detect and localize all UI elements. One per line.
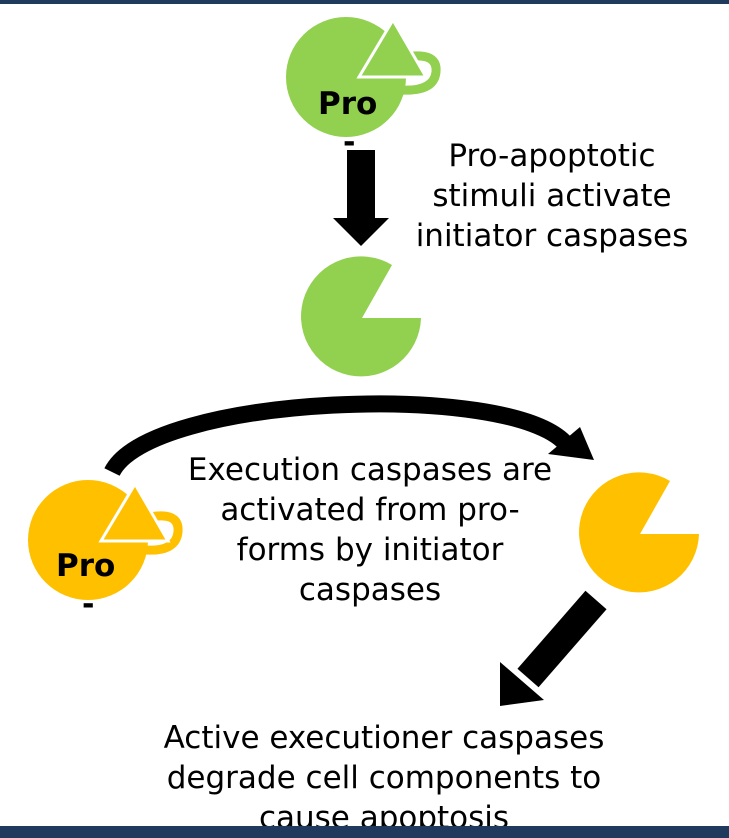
procaspase-handle-loop xyxy=(143,511,183,555)
activation-arrow-3 xyxy=(500,590,607,706)
caption-line: Execution caspases are xyxy=(187,452,553,488)
activation-arrow-1 xyxy=(333,150,389,246)
caption-step2: Execution caspases are activated from pr… xyxy=(164,450,576,610)
executioner-pro-label: Pro xyxy=(56,548,116,584)
initiator-procaspase xyxy=(286,17,441,137)
prodomain-triangle xyxy=(98,481,171,543)
caption-line: caspases xyxy=(298,572,442,608)
caption-step1: Pro-apoptotic stimuli activate initiator… xyxy=(400,136,704,256)
procaspase-handle-loop xyxy=(399,51,441,95)
prodomain-triangle xyxy=(356,17,429,79)
caption-step3: Active executioner caspases degrade cell… xyxy=(134,718,634,838)
slide-top-border xyxy=(0,0,729,4)
caption-line: degrade cell components to xyxy=(166,760,602,796)
activation-arrow-2 xyxy=(104,395,594,477)
caption-line: Pro-apoptotic xyxy=(448,138,656,174)
executioner-pro-dash: - xyxy=(82,587,95,622)
initiator-pro-dash: - xyxy=(343,125,356,160)
caption-line: initiator caspases xyxy=(415,218,689,254)
executioner-active-caspase xyxy=(579,472,699,593)
caption-line: activated from pro- xyxy=(220,492,520,528)
caption-line: stimuli activate xyxy=(432,178,672,214)
initiator-active-caspase xyxy=(301,256,421,377)
executioner-procaspase xyxy=(28,480,183,600)
initiator-pro-label: Pro xyxy=(318,86,378,122)
caption-line: Active executioner caspases xyxy=(163,720,605,756)
caption-line: forms by initiator xyxy=(236,532,504,568)
slide-bottom-border xyxy=(0,826,729,838)
